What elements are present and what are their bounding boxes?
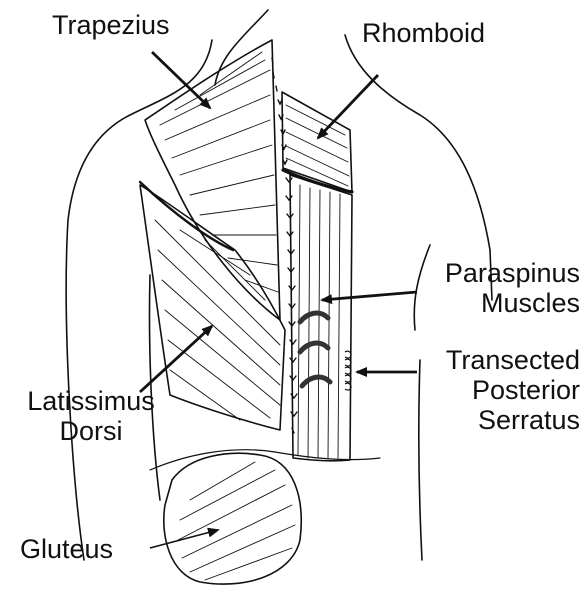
label-latissimus-line2: Dorsi [6, 416, 176, 446]
gluteus-outline [164, 453, 301, 584]
paraspinus-striations [298, 185, 340, 458]
label-gluteus-text: Gluteus [20, 534, 113, 564]
label-trapezius-text: Trapezius [52, 10, 170, 40]
label-latissimus: Latissimus Dorsi [6, 386, 176, 446]
gluteus-striations [178, 462, 295, 580]
label-rhomboid: Rhomboid [362, 18, 485, 48]
label-transected-line2: Posterior [412, 375, 580, 405]
label-arrows [140, 52, 417, 548]
label-paraspinus-line1: Paraspinus [418, 258, 580, 288]
label-transected-line3: Serratus [412, 405, 580, 435]
retractor-marks [300, 313, 330, 386]
spinal-suture-marks [272, 58, 297, 433]
label-latissimus-line1: Latissimus [6, 386, 176, 416]
left-body-outline [66, 40, 212, 560]
label-paraspinus-line2: Muscles [418, 288, 580, 318]
label-gluteus: Gluteus [20, 534, 113, 564]
label-trapezius: Trapezius [52, 10, 170, 40]
label-transected-line1: Transected [412, 345, 580, 375]
label-transected-serratus: Transected Posterior Serratus [412, 345, 580, 435]
label-rhomboid-text: Rhomboid [362, 18, 485, 48]
rhomboid-cut-edge [283, 170, 352, 192]
trapezius-striations [160, 52, 278, 292]
paraspinus-arrow [322, 292, 417, 300]
rhomboid-outline [282, 92, 352, 192]
left-neck-line [215, 10, 268, 85]
label-paraspinus: Paraspinus Muscles [418, 258, 580, 318]
